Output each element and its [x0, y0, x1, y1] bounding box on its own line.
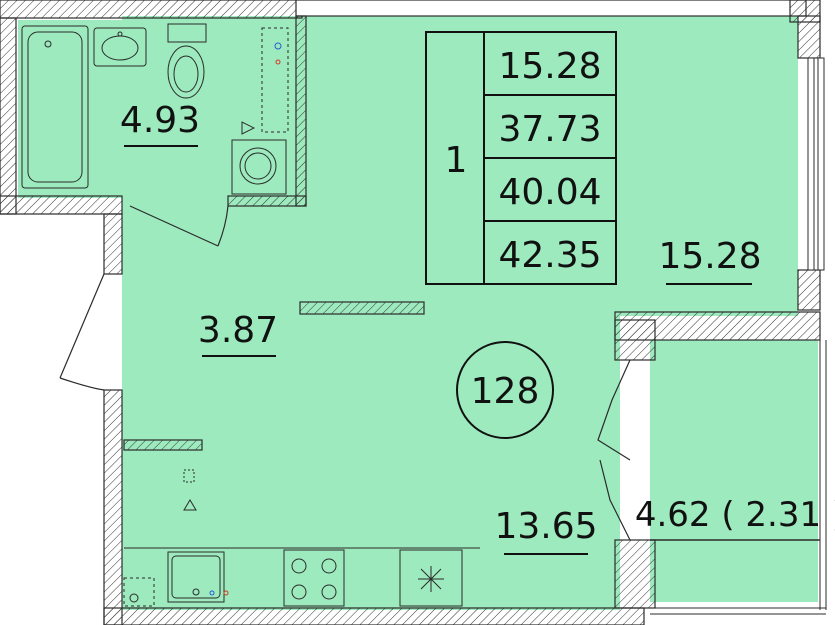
room-area-balcony: 4.62 ( 2.31 ): [635, 495, 835, 535]
fridge: [399, 549, 463, 607]
bathroom-fixtures: [21, 23, 289, 195]
summary-total-area-3: 42.35: [498, 235, 601, 276]
summary-total-area-1: 37.73: [498, 109, 601, 150]
floor-areas: [18, 16, 818, 610]
window-living: [807, 57, 825, 271]
rooms-count: 1: [445, 140, 468, 181]
toilet-tank: [167, 23, 207, 43]
main-floor: [122, 16, 798, 316]
sink: [93, 27, 147, 67]
bathtub: [21, 25, 89, 189]
bathroom-door: [129, 205, 229, 247]
stove: [283, 549, 345, 607]
toilet-bowl: [167, 45, 205, 99]
main-floor-lower: [122, 300, 620, 610]
apartment-number-badge: 128: [456, 341, 554, 439]
entrance-door: [59, 273, 105, 391]
washing-machine: [231, 139, 287, 195]
balcony-glazing: [650, 340, 827, 615]
room-area-hallway: 3.87: [198, 310, 278, 351]
room-area-bathroom: 4.93: [120, 100, 200, 141]
area-table: [425, 31, 617, 285]
balcony-floor: [650, 340, 818, 602]
apartment-number: 128: [471, 371, 540, 412]
room-area-kitchen: 13.65: [494, 506, 597, 547]
kitchen-sink: [167, 551, 225, 603]
kitchen-fixtures: [123, 469, 480, 607]
room-area-living: 15.28: [658, 236, 761, 277]
summary-living-area: 15.28: [498, 46, 601, 87]
summary-total-area-2: 40.04: [498, 172, 601, 213]
balcony-door: [597, 359, 631, 541]
